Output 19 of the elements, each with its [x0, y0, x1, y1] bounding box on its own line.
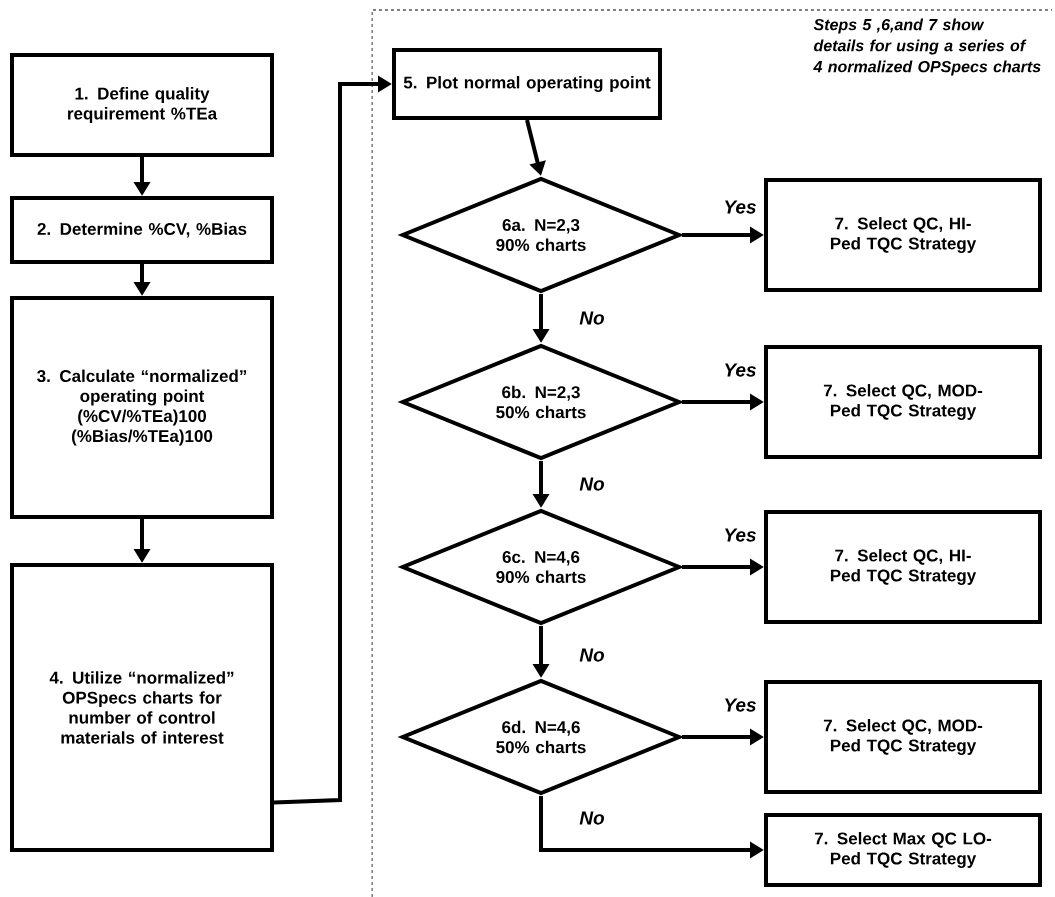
process-box: 7. Select QC, MOD-Ped TQC Strategy: [764, 680, 1042, 794]
edge-label: No: [579, 648, 605, 662]
process-box: 7. Select QC, MOD-Ped TQC Strategy: [764, 345, 1042, 459]
process-box: 7. Select QC, HI-Ped TQC Strategy: [764, 510, 1042, 624]
process-box: 7. Select Max QC LO-Ped TQC Strategy: [764, 813, 1042, 887]
edge-label: No: [579, 477, 605, 491]
process-box: 2. Determine %CV, %Bias: [10, 196, 274, 264]
process-box: 1. Define quality requirement %TEa: [10, 53, 274, 157]
edge-label: Yes: [725, 698, 756, 712]
process-box: 7. Select QC, HI-Ped TQC Strategy: [764, 178, 1042, 292]
note-text: Steps 5 ,6,and 7 show details for using a series of 4 normalized OPSpecs charts: [813, 18, 1041, 76]
process-box: 5. Plot normal operating point: [392, 48, 662, 120]
edge-label: No: [579, 311, 605, 325]
edge-label: No: [579, 811, 605, 825]
process-box: 3. Calculate “normalized” operating point (%CV/%TEa)100 (%Bias/%TEa)100: [10, 296, 274, 519]
process-box: 4. Utilize “normalized” OPSpecs charts for number of control materials of interest: [10, 563, 274, 852]
edge-label: Yes: [725, 363, 756, 377]
edge-label: Yes: [725, 528, 756, 542]
edge-label: Yes: [725, 200, 756, 214]
